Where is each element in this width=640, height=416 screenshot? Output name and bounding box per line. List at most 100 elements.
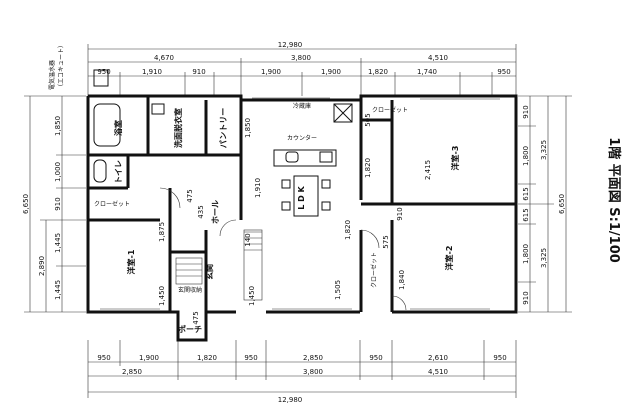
dim-right-total: 6,650 (558, 194, 566, 214)
dim-left-b1: 1,850 (54, 116, 62, 136)
dim-bot-d1: 950 (97, 354, 110, 362)
heater-label: 電気温水器 (48, 60, 56, 90)
dim-bot-d3: 1,820 (197, 354, 217, 362)
room-washroom: 洗面脱衣室 (173, 108, 183, 148)
dim-left-b4: 1,445 (54, 233, 62, 253)
dim-in-435: 435 (197, 205, 205, 218)
dim-in-1820b: 1,820 (344, 220, 352, 240)
dim-in-1840: 1,840 (398, 270, 406, 290)
interior-dimensions: 1,850 1,910 1,820 1,820 2,415 1,875 1,45… (158, 113, 432, 324)
toilet-bowl (93, 159, 107, 183)
dim-top-d1: 950 (97, 68, 110, 76)
room-labels: 浴室 洗面脱衣室 パントリー トイレ クローゼット 洋室-1 ホール 玄関 玄関… (94, 102, 460, 334)
dining-table (293, 175, 319, 217)
dim-in-475b: 475 (192, 311, 200, 324)
dim-bot-total: 12,980 (278, 396, 303, 404)
dim-top-d5: 1,900 (321, 68, 341, 76)
dim-top-b: 3,800 (291, 54, 311, 62)
fridge-box (333, 103, 353, 123)
room-ldk: L D K (297, 185, 306, 209)
dim-top-d4: 1,900 (261, 68, 281, 76)
dim-left-b3: 910 (54, 197, 62, 210)
dim-top-d6: 1,820 (368, 68, 388, 76)
dim-in-140: 140 (244, 233, 252, 246)
dim-left-a: 2,890 (38, 256, 46, 276)
chair (321, 201, 331, 211)
room-shoe-storage: 玄関収納 (178, 286, 202, 294)
room-pantry: パントリー (218, 108, 228, 148)
room-entrance: 玄関 (204, 264, 214, 280)
dim-right-c1: 910 (522, 105, 530, 118)
dim-in-575: 575 (382, 235, 390, 248)
dim-top-d2: 1,910 (142, 68, 162, 76)
dim-bot-c: 4,510 (428, 368, 448, 376)
bathtub (93, 103, 121, 147)
dim-left-b5: 1,445 (54, 280, 62, 300)
dim-in-1850: 1,850 (244, 118, 252, 138)
water-heater-label: 電気温水器 （エコキュート） (48, 42, 109, 90)
label-fridge: 冷蔵庫 (293, 102, 311, 110)
dim-right-b: 3,325 (540, 248, 548, 268)
plan-title: 1階 平面図 S:1/100 (606, 137, 622, 263)
room-toilet: トイレ (114, 160, 123, 184)
heater-sub-label: （エコキュート） (58, 42, 65, 90)
dim-bot-b: 3,800 (303, 368, 323, 376)
walls (86, 94, 518, 342)
dim-bot-d2: 1,900 (139, 354, 159, 362)
room-hall: ホール (211, 200, 220, 224)
dim-bot-d4: 950 (244, 354, 257, 362)
dim-top-d7: 1,740 (417, 68, 437, 76)
chair (281, 201, 291, 211)
right-dimensions: 910 1,800 615 615 1,800 910 3,325 3,325 … (518, 95, 572, 313)
dim-in-1910: 1,910 (254, 178, 262, 198)
room-room1: 洋室-1 (126, 249, 136, 274)
room-closet1: クローゼット (94, 200, 130, 208)
room-closet2: クローゼット (370, 252, 378, 288)
dim-in-910a: 910 (396, 207, 404, 220)
room-porch: ポーチ (178, 324, 202, 334)
left-dimensions: 6,650 2,890 1,850 1,000 910 1,445 1,445 (22, 95, 86, 313)
top-dimensions: 12,980 4,670 3,800 4,510 950 1,910 910 1… (87, 41, 517, 96)
dim-in-1450a: 1,450 (158, 286, 166, 306)
dim-top-d8: 950 (497, 68, 510, 76)
kitchen-counter (273, 149, 337, 167)
kitchen-sink (285, 151, 299, 163)
dim-in-1820a: 1,820 (364, 158, 372, 178)
dim-right-a: 3,325 (540, 140, 548, 160)
dim-top-d3: 910 (192, 68, 205, 76)
room-room3: 洋室-3 (450, 146, 460, 171)
room-room2: 洋室-2 (444, 246, 454, 271)
water-heater-unit (93, 69, 109, 87)
dim-bot-d7: 2,610 (428, 354, 448, 362)
dim-in-475a: 475 (186, 189, 194, 202)
dim-in-1450b: 1,450 (248, 286, 256, 306)
dim-bot-d5: 2,850 (303, 354, 323, 362)
dim-right-c6: 910 (522, 291, 530, 304)
door-arc (159, 187, 181, 209)
dim-left-total: 6,650 (22, 194, 30, 214)
cooktop (319, 151, 333, 163)
dim-in-1505: 1,505 (334, 280, 342, 300)
bottom-dimensions: 950 1,900 1,820 950 2,850 950 2,610 950 … (87, 340, 517, 404)
dim-in-2415: 2,415 (424, 160, 432, 180)
dim-left-b2: 1,000 (54, 162, 62, 182)
chair (281, 179, 291, 189)
dim-bot-d8: 950 (493, 354, 506, 362)
dim-in-505: 505 (364, 113, 372, 126)
door-arc (219, 219, 237, 237)
room-bath: 浴室 (113, 120, 123, 136)
washbasin (151, 103, 165, 115)
dim-top-c: 4,510 (428, 54, 448, 62)
room-closet3: クローゼット (372, 106, 408, 114)
dim-bot-a: 2,850 (122, 368, 142, 376)
dim-bot-d6: 950 (369, 354, 382, 362)
chair (321, 179, 331, 189)
fixtures (93, 97, 500, 311)
dim-in-1875: 1,875 (158, 222, 166, 242)
dim-top-a: 4,670 (154, 54, 174, 62)
dim-right-c5: 1,800 (522, 244, 530, 264)
dim-right-c2: 1,800 (522, 146, 530, 166)
dim-right-c3: 615 (522, 187, 530, 200)
door-arc (360, 229, 380, 249)
